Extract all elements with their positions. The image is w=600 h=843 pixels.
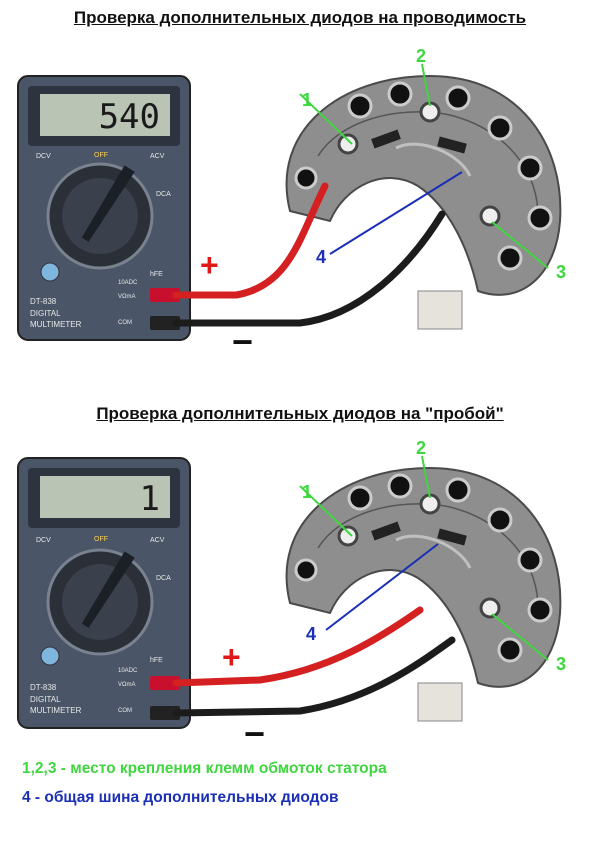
dial-label-dca: DCA: [156, 191, 171, 198]
port-label-com: COM: [118, 320, 132, 326]
diode-bridge: [285, 74, 562, 330]
lcd-value: 1: [140, 479, 160, 519]
red-probe: [172, 606, 424, 687]
label-2: 2: [416, 46, 426, 66]
label-4: 4: [316, 247, 326, 267]
meter-brand-1: DIGITAL: [30, 695, 61, 704]
label-3: 3: [556, 262, 566, 282]
meter-model: DT-838: [30, 683, 57, 692]
dial-label-acv: ACV: [150, 537, 165, 544]
legend-common-bus: 4 - общая шина дополнительных диодов: [22, 789, 339, 806]
plus-sign: +: [222, 639, 241, 675]
hfe-socket: [40, 262, 60, 282]
title-breakdown: Проверка дополнительных диодов на "пробо…: [96, 404, 504, 423]
minus-sign: −: [232, 321, 253, 362]
black-plug: [150, 706, 180, 720]
meter-brand-1: DIGITAL: [30, 309, 61, 318]
label-2: 2: [416, 438, 426, 458]
label-1: 1: [302, 90, 312, 110]
diagram-breakdown: 1 DCV OFF ACV DCA hFE DT-838 DIGITAL MUL…: [17, 438, 566, 754]
dial-label-off: OFF: [94, 152, 108, 159]
dial-label-acv: ACV: [150, 153, 165, 160]
dial-label-hfe: hFE: [150, 657, 163, 664]
multimeter: 1 DCV OFF ACV DCA hFE DT-838 DIGITAL MUL…: [17, 457, 191, 729]
port-label-vma: VΩmA: [118, 682, 136, 688]
legend-stator-terminals: 1,2,3 - место крепления клемм обмоток ст…: [22, 760, 387, 777]
dial-label-dcv: DCV: [36, 537, 51, 544]
label-3: 3: [556, 654, 566, 674]
meter-brand-2: MULTIMETER: [30, 706, 82, 715]
dial-label-dcv: DCV: [36, 153, 51, 160]
port-label-10a: 10ADC: [118, 280, 138, 286]
lcd-screen: [40, 94, 170, 136]
plus-sign: +: [200, 247, 219, 283]
port-label-com: COM: [118, 708, 132, 714]
label-1: 1: [302, 482, 312, 502]
black-probe: [172, 210, 446, 327]
hfe-socket: [40, 646, 60, 666]
meter-model: DT-838: [30, 297, 57, 306]
lcd-screen: [40, 476, 170, 518]
diode-bridge: [285, 466, 562, 722]
black-probe: [172, 636, 456, 717]
diagram-conductivity: 540 DCV OFF ACV DCA hFE DT-838 DIGITAL M…: [17, 46, 566, 362]
red-probe: [172, 182, 329, 299]
label-4: 4: [306, 624, 316, 644]
dial-label-off: OFF: [94, 536, 108, 543]
dial-label-hfe: hFE: [150, 271, 163, 278]
port-label-vma: VΩmA: [118, 294, 136, 300]
lcd-value: 540: [99, 97, 160, 137]
dial-label-dca: DCA: [156, 575, 171, 582]
port-label-10a: 10ADC: [118, 668, 138, 674]
red-plug: [150, 288, 180, 302]
minus-sign: −: [244, 713, 265, 754]
meter-brand-2: MULTIMETER: [30, 320, 82, 329]
multimeter: 540 DCV OFF ACV DCA hFE DT-838 DIGITAL M…: [17, 75, 191, 341]
black-plug: [150, 316, 180, 330]
title-conductivity: Проверка дополнительных диодов на провод…: [73, 8, 527, 27]
red-plug: [150, 676, 180, 690]
